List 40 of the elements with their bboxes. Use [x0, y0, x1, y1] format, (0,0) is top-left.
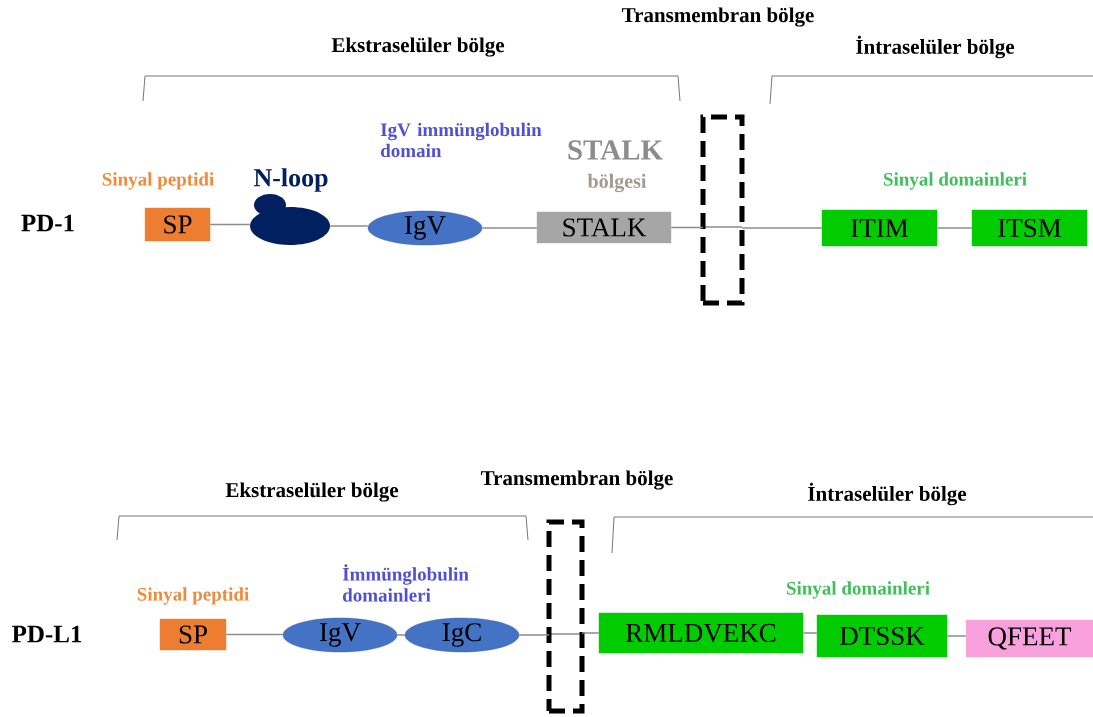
protein-label: PD-1 — [21, 214, 74, 232]
region-label: İntraselüler bölge — [808, 482, 967, 506]
region-label: Transmembran bölge — [481, 470, 673, 490]
connector-line — [329, 225, 369, 227]
connector-line — [518, 634, 550, 636]
domain-caption: IgV immünglobulin domain — [380, 122, 542, 158]
connector-line — [946, 635, 967, 637]
region-label: Ekstraselüler bölge — [225, 482, 399, 502]
connector-line — [209, 223, 251, 226]
domain-group-label: Sinyal domainleri — [883, 172, 1027, 190]
domain-caption: Sinyal peptidi — [137, 587, 249, 605]
loop-shape — [250, 194, 330, 245]
domain-caption: STALK — [568, 140, 663, 160]
domain-box: ITSM — [971, 209, 1088, 247]
connector-line — [802, 632, 818, 634]
membrane-outline — [546, 519, 585, 714]
domain-caption: N-loop — [253, 168, 328, 192]
membrane-outline — [700, 114, 745, 306]
domain-box: STALK — [536, 211, 672, 244]
region-label: İntraselüler bölge — [856, 35, 1015, 59]
region-label: Ekstraselüler bölge — [331, 37, 505, 57]
domain-box: DTSSK — [816, 614, 948, 658]
domain-box: SP — [159, 618, 227, 651]
domain-group-label: Sinyal domainleri — [786, 581, 930, 599]
domain-caption: bölgesi — [587, 173, 647, 193]
connector-line — [670, 226, 704, 229]
domain-caption: Sinyal peptidi — [102, 172, 214, 190]
region-label: Transmembran bölge — [622, 7, 814, 27]
domain-box: QFEET — [965, 619, 1093, 658]
domain-box: ITIM — [821, 209, 938, 247]
domain-box: SP — [144, 207, 211, 242]
domain-box: RMLDVEKC — [598, 612, 804, 654]
connector-line — [936, 227, 973, 229]
connector-line — [396, 634, 406, 636]
domain-group-label: İmmünglobulin domainleri — [342, 564, 469, 602]
connector-line — [741, 227, 823, 229]
connector-line — [225, 633, 284, 636]
protein-label: PD-L1 — [12, 625, 82, 643]
connector-line — [581, 632, 600, 634]
connector-line — [481, 227, 538, 229]
